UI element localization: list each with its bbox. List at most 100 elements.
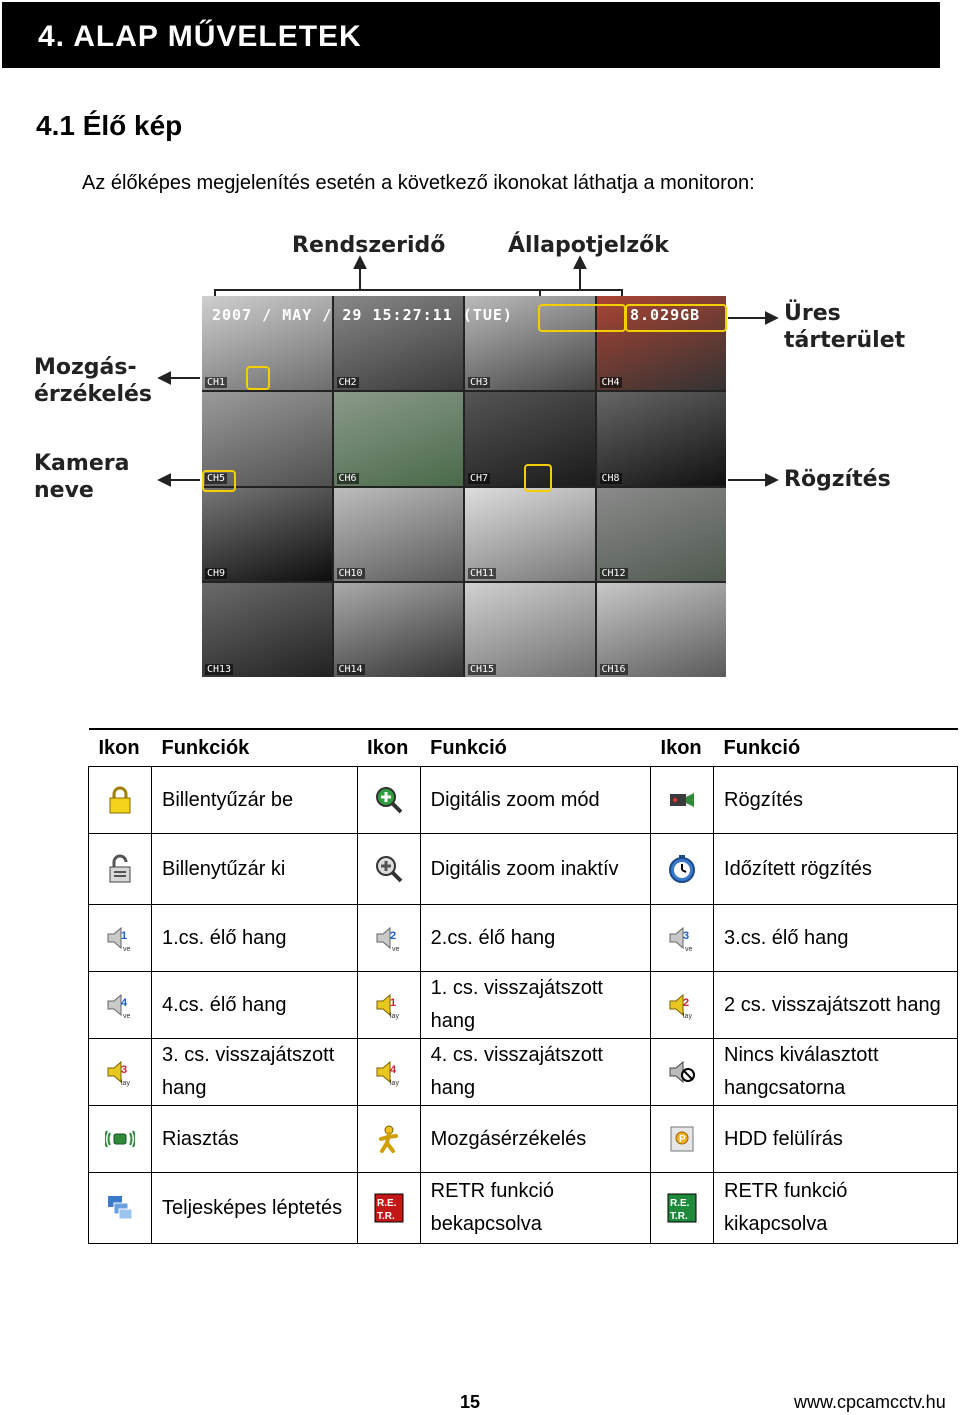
svg-text:2: 2 [390,930,396,942]
callout-motion: Mozgás- érzékelés [34,355,153,407]
svg-text:lay: lay [121,1080,130,1087]
alarm-icon [105,1130,135,1148]
table-row: Teljesképes léptetés R.E. T.R. RETR funkc… [88,1172,958,1244]
function-play-1: 1. cs. visszajátszott hang [419,971,652,1039]
status-highlight [538,304,626,332]
camera-tile: CH3 [465,296,595,390]
camera-tile: CH4 [596,296,726,390]
camera-tile: CH9 [202,487,332,582]
osd-datetime: 2007 / MAY / 29 15:27:11 (TUE) [212,306,513,324]
camera-tile: CH10 [333,487,463,582]
record-highlight [524,464,552,492]
footer-website: www.cpcamcctv.hu [794,1392,946,1412]
header-function-1: Funkciók [151,728,358,767]
retr-on-icon: R.E. T.R. [374,1193,404,1223]
table-row: Billentyűzár be Digitális zoom mód Rögzí… [88,766,958,834]
function-zoom-in: Digitális zoom mód [419,766,652,834]
camera-tile: CH1 [202,296,332,390]
header-icon-3: Ikon [650,728,714,767]
camera-tile: CH13 [202,583,332,677]
intro-text: Az élőképes megjelenítés esetén a követk… [82,172,755,194]
function-timer: Időzített rögzítés [713,833,958,905]
callout-arrows [157,255,779,487]
svg-text:4: 4 [390,1064,397,1076]
motion-icon [378,1125,398,1154]
function-play-2: 2 cs. visszajátszott hang [713,971,958,1039]
svg-text:4: 4 [121,997,128,1009]
camera-tile: CH5 [202,391,332,486]
zoom-in-icon [375,787,403,814]
svg-text:ve: ve [123,1013,131,1020]
svg-text:3: 3 [121,1064,127,1076]
function-alarm: Riasztás [151,1105,358,1173]
svg-text:3: 3 [683,930,689,942]
speaker-play-4-icon: 4 lay [376,1061,399,1087]
table-row: 3 lay 3. cs. visszajátszott hang 4 lay 4. … [88,1038,958,1106]
speaker-live-1-icon: 1 ve [107,927,131,953]
fullscreen-sequence-icon [108,1196,133,1220]
lock-on-icon [109,786,131,814]
chapter-title: 4. ALAP MŰVELETEK [38,20,362,53]
function-retr-on: RETR funkció bekapcsolva [419,1172,652,1244]
speaker-play-3-icon: 3 lay [107,1061,130,1087]
camera-grid: CH1 CH2 CH3 CH4 CH5 CH6 CH7 CH8 CH9 CH10… [202,296,726,677]
icon-legend-table: Ikon Funkciók Ikon Funkció Ikon Funkció … [88,728,958,1244]
function-sequence: Teljesképes léptetés [151,1172,358,1244]
chapter-header-bar: 4. ALAP MŰVELETEK [2,2,940,68]
camera-tile: CH7 [465,391,595,486]
svg-text:R.E.: R.E. [670,1198,690,1209]
callout-recording: Rögzítés [784,467,891,492]
osd-storage: 8.029GB [630,306,701,324]
svg-text:R.E.: R.E. [377,1198,397,1209]
speaker-live-4-icon: 4 ve [107,994,131,1020]
function-zoom-inactive: Digitális zoom inaktív [419,833,652,905]
function-record: Rögzítés [713,766,958,834]
svg-text:T.R.: T.R. [377,1211,395,1222]
camera-tile: CH12 [596,487,726,582]
callout-system-time: Rendszeridő [292,233,446,258]
svg-text:ve: ve [123,946,131,953]
function-no-audio: Nincs kiválasztott hangcsatorna [713,1038,958,1106]
function-live-3: 3.cs. élő hang [713,904,958,972]
camera-tile: CH6 [333,391,463,486]
header-icon-2: Ikon [357,728,421,767]
camera-name-highlight [202,470,236,492]
svg-text:ve: ve [685,946,693,953]
callout-camera-name: Kamera neve [34,451,130,503]
function-live-2: 2.cs. élő hang [419,904,652,972]
function-play-4: 4. cs. visszajátszott hang [419,1038,652,1106]
timer-icon [669,855,696,884]
svg-text:1: 1 [121,930,127,942]
table-row: Riasztás Mozgásérzékelés P HDD felülírás [88,1105,958,1173]
retr-off-icon: R.E. T.R. [667,1193,697,1223]
table-row: Billenytűzár ki Digitális zoom inaktív I… [88,833,958,905]
camera-tile: CH14 [333,583,463,677]
header-icon-1: Ikon [88,728,152,767]
svg-text:lay: lay [683,1013,692,1020]
zoom-inactive-icon [375,856,403,883]
callout-free-space: Üres tárterület [784,301,906,353]
function-retr-off: RETR funkció kikapcsolva [713,1172,958,1244]
lock-off-icon [109,854,131,883]
speaker-play-2-icon: 2 lay [669,994,692,1020]
speaker-none-icon [669,1061,696,1084]
hdd-overwrite-icon: P [670,1126,694,1152]
camera-tile: CH15 [465,583,595,677]
header-function-2: Funkció [420,728,651,767]
camera-tile: CH11 [465,487,595,582]
function-play-3: 3. cs. visszajátszott hang [151,1038,358,1106]
svg-text:2: 2 [683,997,689,1009]
svg-text:ve: ve [392,946,400,953]
speaker-live-3-icon: 3 ve [669,927,693,953]
function-lock-off: Billenytűzár ki [151,833,358,905]
function-live-1: 1.cs. élő hang [151,904,358,972]
record-camera-icon [670,793,695,808]
function-hdd-overwrite: HDD felülírás [713,1105,958,1173]
speaker-live-2-icon: 2 ve [376,927,400,953]
svg-text:lay: lay [390,1080,399,1087]
header-function-3: Funkció [713,728,958,767]
svg-text:T.R.: T.R. [670,1211,688,1222]
table-header-row: Ikon Funkciók Ikon Funkció Ikon Funkció [88,728,958,767]
